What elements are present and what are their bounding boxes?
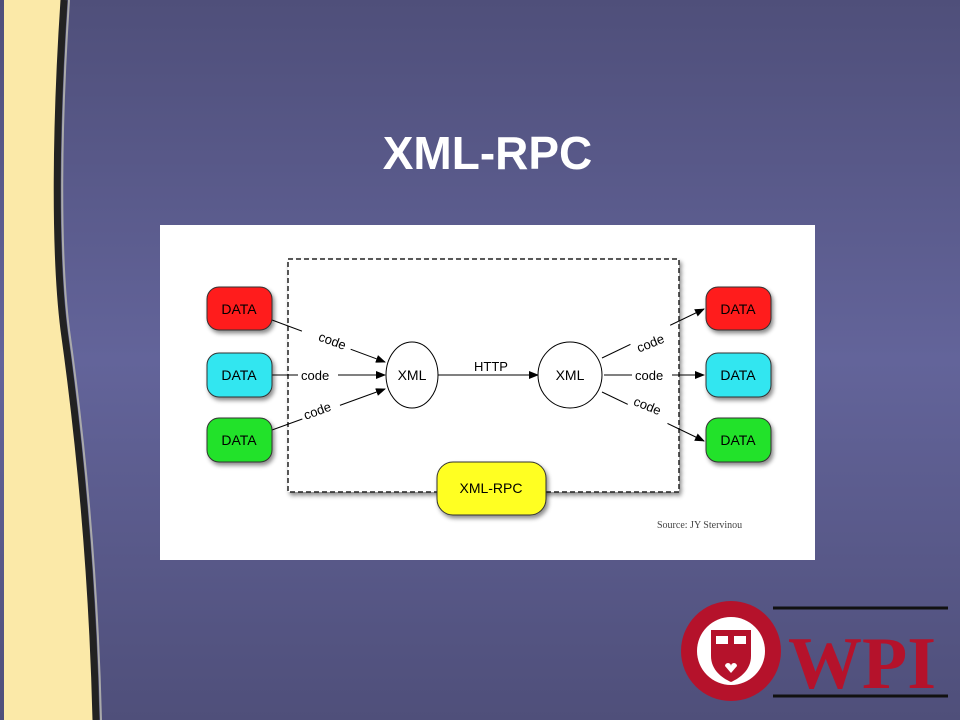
xml-rpc-diagram: code code code HTTP code code code XML X… bbox=[160, 225, 815, 560]
source-credit: Source: JY Stervinou bbox=[657, 520, 742, 531]
wpi-wordmark: WPI bbox=[788, 623, 936, 705]
edge-label-right-cyan: code bbox=[635, 368, 663, 383]
xml-node-left bbox=[385, 341, 439, 409]
data-box-right-red bbox=[705, 286, 772, 331]
data-box-left-red bbox=[206, 286, 273, 331]
data-box-right-green bbox=[705, 417, 772, 463]
xml-node-left-label: XML bbox=[398, 367, 427, 383]
data-label: DATA bbox=[720, 432, 756, 448]
xml-rpc-label: XML-RPC bbox=[459, 480, 522, 496]
wpi-logo: WPI bbox=[681, 601, 948, 705]
edge-label-left-cyan: code bbox=[301, 368, 329, 383]
data-label: DATA bbox=[221, 367, 257, 383]
data-label: DATA bbox=[221, 301, 257, 317]
xml-rpc-label-box bbox=[436, 461, 547, 516]
data-label: DATA bbox=[720, 301, 756, 317]
data-label: DATA bbox=[720, 367, 756, 383]
data-box-left-green bbox=[206, 417, 273, 463]
data-label: DATA bbox=[221, 432, 257, 448]
data-box-right-cyan bbox=[705, 352, 772, 398]
slide-title: XML-RPC bbox=[382, 127, 593, 179]
decorative-side-stripe bbox=[4, 0, 102, 720]
xml-node-right-label: XML bbox=[556, 367, 585, 383]
link-label-http: HTTP bbox=[474, 359, 508, 374]
data-box-left-cyan bbox=[206, 352, 273, 398]
xml-node-right bbox=[537, 341, 603, 409]
